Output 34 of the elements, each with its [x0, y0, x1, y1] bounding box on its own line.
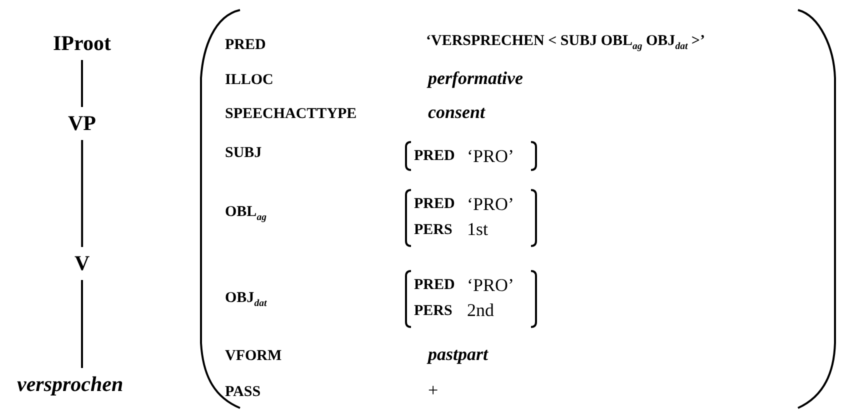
feature-matrix — [198, 8, 838, 412]
attribute-name: SUBJ — [225, 146, 262, 161]
attribute-value: ‘PRO’ — [467, 147, 514, 165]
attribute-value: + — [428, 381, 438, 399]
category-label: IProot — [53, 33, 111, 54]
attribute-value: performative — [428, 69, 523, 87]
category-label: versprochen — [17, 374, 124, 395]
attribute-value: 2nd — [467, 301, 494, 319]
attribute-name: ‘VERSPRECHEN < SUBJ OBL$_{ag}$ OBJ$_{dat}$ >’ — [426, 34, 705, 52]
attribute-name: ILLOC — [225, 73, 274, 88]
attribute-value: ‘PRO’ — [467, 195, 514, 213]
attribute-value: ‘PRO’ — [467, 276, 514, 294]
attribute-name: VFORM — [225, 349, 282, 364]
category-label: V — [74, 253, 90, 274]
attribute-name: PASS — [225, 385, 261, 400]
attribute-name: PRED — [414, 197, 455, 212]
attribute-name: OBJ$_{dat}$ — [225, 291, 267, 309]
attribute-name: PRED — [414, 149, 455, 164]
attribute-value: 1st — [467, 220, 488, 238]
attribute-name: PERS — [414, 304, 452, 319]
attribute-name: PRED — [414, 278, 455, 293]
feature-matrix — [405, 270, 537, 328]
tree-branch — [81, 60, 83, 107]
attribute-value: consent — [428, 103, 486, 121]
tree-branch — [81, 140, 84, 247]
feature-matrix — [405, 189, 537, 247]
feature-matrix — [405, 141, 537, 171]
attribute-name: SPEECHACTTYPE — [225, 107, 357, 122]
attribute-name: PRED — [225, 38, 266, 53]
attribute-name: PERS — [414, 223, 452, 238]
attribute-name: OBL$_{ag}$ — [225, 205, 266, 223]
attribute-value: pastpart — [428, 345, 488, 363]
tree-branch — [81, 280, 83, 368]
category-label: VP — [68, 113, 96, 134]
